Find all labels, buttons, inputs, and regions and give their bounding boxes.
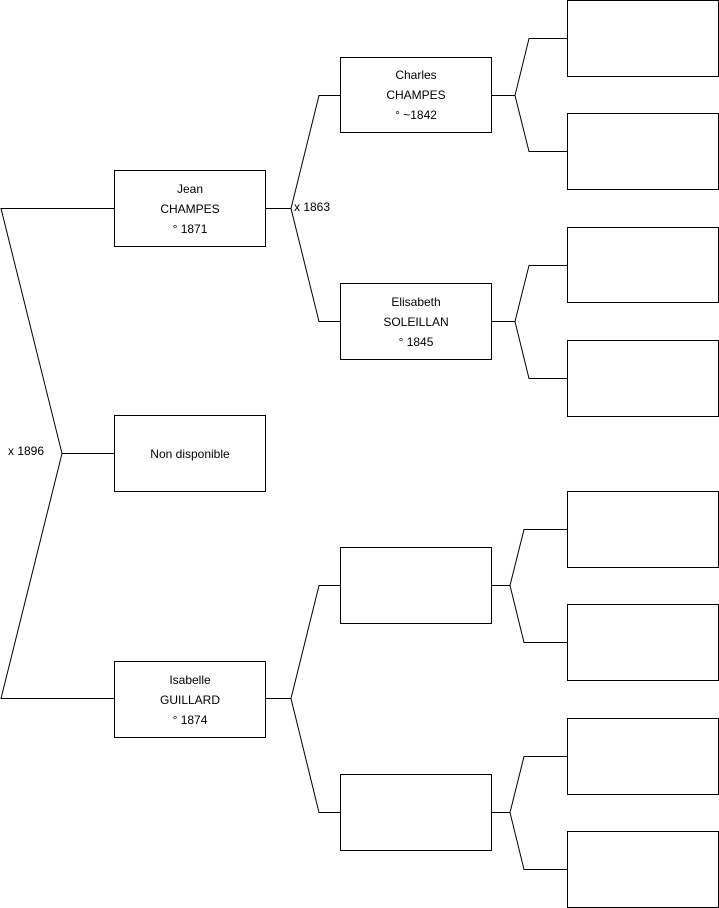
person-great-grandparent-1[interactable] — [567, 0, 719, 77]
connector-mgm — [492, 756, 568, 870]
connector-mgf — [492, 529, 568, 643]
mother-last-name: GUILLARD — [159, 692, 221, 707]
person-great-grandparent-3[interactable] — [567, 227, 719, 303]
person-maternal-grandmother[interactable] — [340, 774, 492, 851]
parents-marriage-label: x 1896 — [8, 444, 45, 458]
father-last-name: CHAMPES — [160, 201, 220, 216]
pgf-birth: ° ~1842 — [395, 108, 437, 122]
person-child[interactable]: Non disponible — [114, 415, 266, 492]
person-paternal-grandfather[interactable]: Charles CHAMPES ° ~1842 — [340, 57, 492, 133]
person-great-grandparent-4[interactable] — [567, 340, 719, 417]
pgf-first-name: Charles — [395, 68, 437, 82]
connector-pgf — [492, 38, 568, 152]
connector-child — [0, 208, 115, 699]
person-father[interactable]: Jean CHAMPES ° 1871 — [114, 170, 266, 247]
pgf-last-name: CHAMPES — [386, 88, 446, 102]
person-great-grandparent-8[interactable] — [567, 831, 719, 908]
person-mother[interactable]: Isabelle GUILLARD ° 1874 — [114, 661, 266, 738]
pgm-first-name: Elisabeth — [391, 294, 441, 309]
pgm-last-name: SOLEILLAN — [383, 314, 449, 329]
paternal-marriage-label: x 1863 — [294, 200, 331, 214]
connector-father — [265, 95, 341, 322]
person-great-grandparent-7[interactable] — [567, 718, 719, 795]
mother-first-name: Isabelle — [169, 672, 211, 687]
father-first-name: Jean — [176, 181, 204, 196]
person-great-grandparent-2[interactable] — [567, 113, 719, 190]
father-birth: ° 1871 — [172, 221, 208, 236]
mother-birth: ° 1874 — [172, 712, 208, 727]
connector-pgm — [492, 265, 568, 379]
child-name: Non disponible — [150, 446, 230, 461]
person-great-grandparent-5[interactable] — [567, 491, 719, 568]
pgm-birth: ° 1845 — [398, 334, 434, 349]
person-maternal-grandfather[interactable] — [340, 547, 492, 624]
connector-mother — [265, 585, 341, 813]
person-paternal-grandmother[interactable]: Elisabeth SOLEILLAN ° 1845 — [340, 283, 492, 360]
person-great-grandparent-6[interactable] — [567, 604, 719, 681]
